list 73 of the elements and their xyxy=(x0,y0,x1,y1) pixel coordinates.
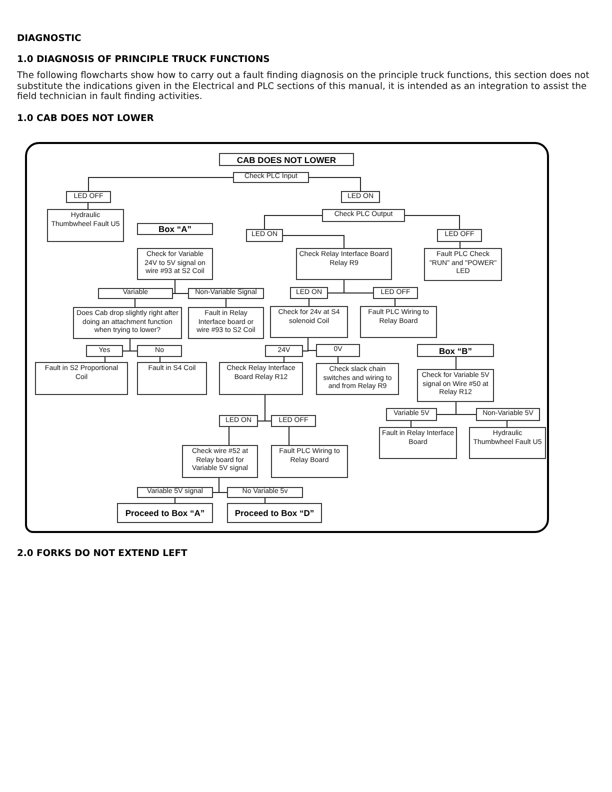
heading-box xyxy=(219,153,354,166)
connector-line xyxy=(130,338,138,352)
flowchart-box xyxy=(188,288,264,299)
connector-line xyxy=(104,356,106,362)
flowchart-box xyxy=(219,362,303,395)
section-title: 1.0 CAB DOES NOT LOWER xyxy=(17,113,154,124)
body-paragraph: The following flowcharts show how to carry out a fault finding diagnosis on the principle truck functions, this section does not substitute the indications given in the Electrical and PLC sections of this manual, it is intended as an integration to assist the field technician in fault finding activities. xyxy=(17,71,590,103)
flowchart-box xyxy=(182,445,258,478)
connector-line xyxy=(264,394,272,422)
connector-line xyxy=(282,235,344,248)
flowchart-box xyxy=(246,229,283,242)
flowchart-box xyxy=(379,427,457,459)
connector-line xyxy=(88,177,234,192)
connector-line xyxy=(394,298,396,306)
flowchart-box xyxy=(290,287,328,299)
flowchart-box xyxy=(66,191,111,203)
heading-box xyxy=(227,503,322,523)
flowchart-box xyxy=(227,487,303,498)
connector-line xyxy=(134,298,136,308)
flowchart-box xyxy=(98,288,173,299)
box-text: Proceed to Box “A” xyxy=(125,508,205,518)
section-heading: 2.0 FORKS DO NOT EXTEND LEFT xyxy=(17,548,188,559)
box-text: Box “A” xyxy=(158,224,192,234)
connector-line xyxy=(264,215,322,230)
connector-line xyxy=(308,298,310,306)
heading-box xyxy=(117,503,213,523)
connector-line xyxy=(308,177,361,192)
connector-line xyxy=(308,338,316,351)
connector-line xyxy=(228,426,230,446)
flowchart-box xyxy=(265,345,303,357)
connector-line xyxy=(174,280,188,294)
connector-line xyxy=(410,420,412,428)
heading-box xyxy=(137,223,213,235)
flowchart-box xyxy=(386,408,437,421)
flowchart-box xyxy=(424,248,502,281)
flowchart-box xyxy=(47,209,124,242)
connector-line xyxy=(218,478,228,493)
flowchart-box xyxy=(137,248,213,280)
connector-line xyxy=(344,280,374,294)
section-heading: DIAGNOSTIC xyxy=(17,33,82,44)
connector-line xyxy=(404,215,460,230)
box-text: CAB DOES NOT LOWER xyxy=(236,154,336,164)
connector-line xyxy=(264,498,266,504)
heading-box xyxy=(417,344,494,357)
flowchart-box xyxy=(137,345,182,357)
connector-line xyxy=(456,402,476,415)
flowchart-box xyxy=(188,307,264,339)
flowchart-box xyxy=(86,345,123,357)
connector-line xyxy=(506,420,508,428)
flowchart-box xyxy=(270,306,348,338)
flowchart-box xyxy=(271,445,348,478)
flowchart-box xyxy=(373,287,418,299)
flowchart-box xyxy=(417,369,494,402)
box-text: Box “B” xyxy=(438,346,472,356)
flowchart-box xyxy=(316,363,399,395)
flowchart-box xyxy=(35,362,128,395)
flowchart-box xyxy=(469,427,546,459)
flowchart-box xyxy=(271,415,316,427)
flowchart-box xyxy=(360,306,437,338)
flowchart-box xyxy=(233,172,309,183)
flowchart-box xyxy=(137,487,213,498)
box-text: Proceed to Box “D” xyxy=(234,508,314,518)
flowchart-box xyxy=(437,229,482,242)
connector-line xyxy=(174,498,176,504)
section-heading: 1.0 DIAGNOSIS OF PRINCIPLE TRUCK FUNCTIONS xyxy=(17,54,270,65)
flowchart-box xyxy=(316,344,360,357)
flowchart-box xyxy=(219,415,258,427)
flowchart-box xyxy=(341,191,380,203)
flowchart-box xyxy=(296,248,392,280)
connector-line xyxy=(288,426,290,446)
flowchart-box xyxy=(137,362,207,395)
flowchart-box xyxy=(322,209,405,222)
flowchart-box xyxy=(476,408,540,421)
